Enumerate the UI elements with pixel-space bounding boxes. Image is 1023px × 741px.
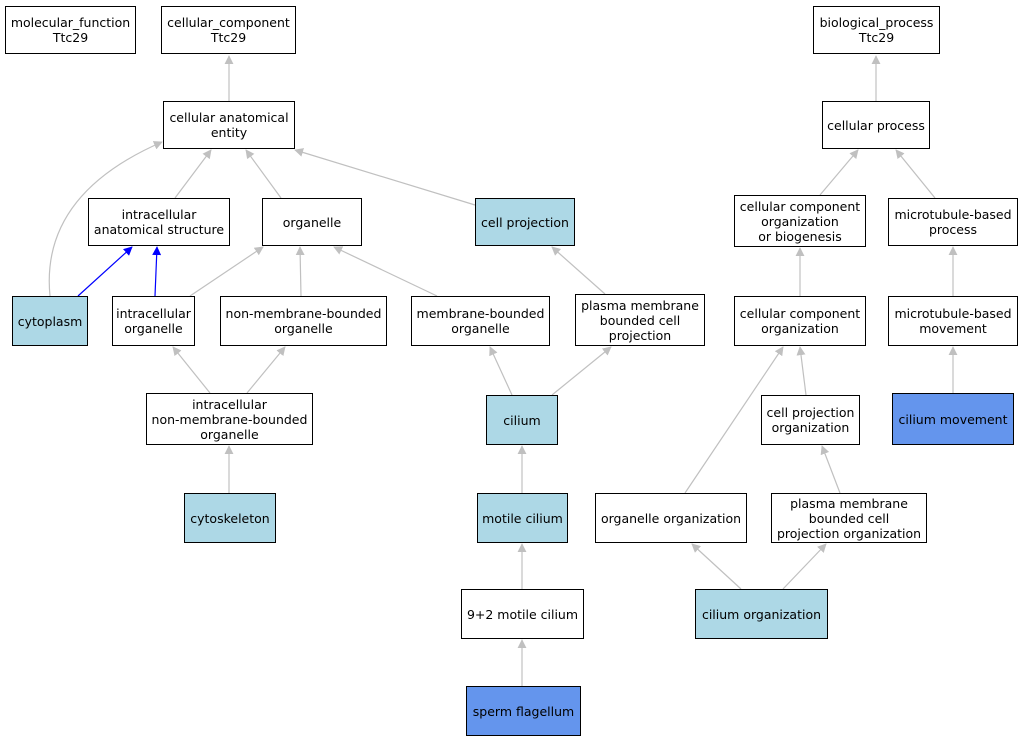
edge-cpo-to-cco — [796, 346, 807, 396]
node-cellular-process[interactable]: cellular process — [822, 101, 930, 149]
node-cell-projection-organization[interactable]: cell projection organization — [761, 395, 860, 445]
node-cell-projection[interactable]: cell projection — [475, 198, 575, 246]
node-cilium[interactable]: cilium — [486, 395, 558, 445]
edge-cyto-to-cae — [48, 141, 163, 297]
node-plasma-membrane-bounded-cell-projection-organization[interactable]: plasma membrane bounded cell projection … — [771, 493, 927, 543]
edge-ccob-to-cp — [819, 149, 859, 196]
edge-inmbo-to-nmbo — [246, 346, 286, 394]
edge-org-to-cae — [245, 149, 282, 199]
edge-inmbo-to-io — [172, 346, 211, 394]
node-motile-cilium[interactable]: motile cilium — [477, 493, 568, 543]
edge-pmbcp-to-cproj — [551, 246, 606, 295]
node-9-2-motile-cilium[interactable]: 9+2 motile cilium — [461, 589, 584, 639]
node-cellular-component-root[interactable]: cellular_component Ttc29 — [161, 6, 296, 54]
node-intracellular-non-membrane-bounded-organelle[interactable]: intracellular non-membrane-bounded organ… — [146, 393, 313, 445]
edge-ias-to-cae — [174, 149, 212, 199]
edge-cilium-to-mbo — [489, 346, 513, 396]
node-sperm-flagellum[interactable]: sperm flagellum — [466, 686, 581, 736]
edge-mbo-to-org — [333, 246, 438, 297]
node-plasma-membrane-bounded-cell-projection[interactable]: plasma membrane bounded cell projection — [575, 294, 705, 346]
edge-cilium-to-pmbcp — [551, 346, 612, 396]
node-cytoskeleton[interactable]: cytoskeleton — [184, 493, 276, 543]
node-organelle-organization[interactable]: organelle organization — [595, 493, 747, 543]
node-cilium-organization[interactable]: cilium organization — [695, 589, 828, 639]
node-intracellular-organelle[interactable]: intracellular organelle — [112, 296, 195, 346]
edge-mbp-to-cp — [895, 149, 936, 199]
node-intracellular-anatomical-structure[interactable]: intracellular anatomical structure — [88, 198, 230, 246]
edge-io-to-org — [189, 246, 264, 297]
node-cellular-component-organization[interactable]: cellular component organization — [734, 296, 866, 346]
edge-nmbo-to-org — [295, 246, 305, 297]
edge-ciliumorg-to-pmbcpo — [782, 543, 827, 590]
node-membrane-bounded-organelle[interactable]: membrane-bounded organelle — [411, 296, 550, 346]
node-microtubule-based-movement[interactable]: microtubule-based movement — [888, 296, 1018, 346]
node-non-membrane-bounded-organelle[interactable]: non-membrane-bounded organelle — [220, 296, 387, 346]
edge-layer — [48, 55, 958, 686]
edge-orgorg-to-cco — [684, 346, 784, 494]
node-cellular-component-organization-or-biogenesis[interactable]: cellular component organization or bioge… — [734, 195, 866, 247]
node-cytoplasm[interactable]: cytoplasm — [12, 296, 88, 346]
edge-io-to-ias — [152, 246, 162, 297]
node-organelle[interactable]: organelle — [262, 198, 362, 246]
node-cellular-anatomical-entity[interactable]: cellular anatomical entity — [163, 101, 295, 149]
edge-cyto-to-ias — [77, 246, 133, 297]
node-cilium-movement[interactable]: cilium movement — [892, 393, 1014, 445]
node-biological-process-root[interactable]: biological_process Ttc29 — [813, 6, 940, 54]
edge-pmbcpo-to-cpo — [820, 445, 841, 494]
node-molecular-function-root[interactable]: molecular_function Ttc29 — [5, 6, 136, 54]
edge-cproj-to-cae — [294, 148, 476, 206]
edge-ciliumorg-to-orgorg — [691, 543, 742, 590]
node-microtubule-based-process[interactable]: microtubule-based process — [888, 198, 1018, 246]
